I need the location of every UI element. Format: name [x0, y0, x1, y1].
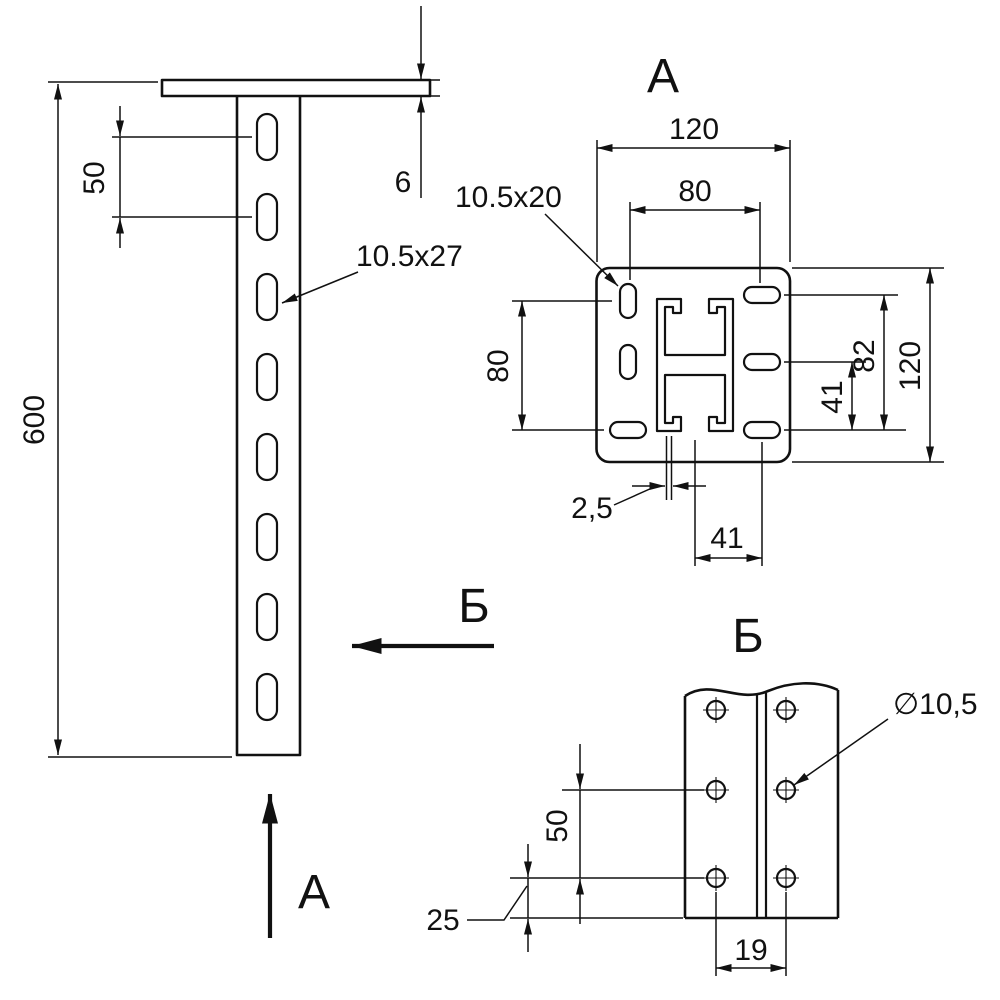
hole-callout-leader: [793, 718, 889, 786]
plate-slots: [608, 282, 782, 440]
dim-600-label: 600: [18, 395, 51, 445]
dim-50-side-label: 50: [541, 809, 574, 842]
dim-25-label: 25: [426, 904, 459, 937]
hole-callout-label: ∅10,5: [893, 688, 978, 721]
dim-80-top-label: 80: [678, 175, 711, 208]
side-plate-outline: [683, 682, 840, 920]
dim-right-group: [784, 267, 944, 463]
view-a-arrow-label: А: [298, 866, 330, 919]
dim-120-top-label: 120: [669, 113, 719, 146]
dim-2-5: [613, 436, 706, 506]
view-a-title: А: [647, 50, 679, 103]
dim-50: [112, 106, 252, 248]
view-b: Б 50: [426, 610, 978, 976]
plate-slot-callout-leader: [544, 213, 619, 287]
view-b-title: Б: [732, 610, 764, 663]
front-view: 600 50 6 10.5x27 Б А: [18, 6, 494, 938]
slot-callout-label: 10.5x27: [356, 240, 463, 273]
dim-50-label: 50: [78, 161, 111, 194]
dim-41-right-label: 41: [816, 380, 849, 413]
plate-slot-callout-label: 10.5x20: [455, 181, 562, 214]
dim-600: [48, 81, 232, 758]
slot-callout-leader: [281, 271, 359, 304]
dim-6: [417, 6, 440, 198]
dim-41-bottom: [694, 440, 763, 566]
dim-2-5-label: 2,5: [571, 492, 613, 525]
side-holes: [703, 697, 799, 891]
view-a: А 120 80 10.5x20: [455, 50, 944, 566]
dim-25: [467, 844, 683, 952]
plate-outline: [595, 266, 792, 464]
dim-80-left-label: 80: [482, 349, 515, 382]
dim-82-label: 82: [848, 339, 881, 372]
dim-41-bottom-label: 41: [710, 522, 743, 555]
column-slots: [255, 112, 279, 722]
dim-120-right-label: 120: [894, 341, 927, 391]
dim-80-top: [629, 202, 761, 283]
column-outline: [235, 96, 302, 757]
dim-6-label: 6: [395, 166, 412, 199]
channel-profile: [655, 297, 735, 433]
dim-120-top: [596, 140, 791, 262]
dim-80-left: [512, 300, 612, 431]
top-plate-outline: [160, 78, 432, 98]
dim-19: [715, 892, 787, 976]
dim-50-side: [510, 744, 704, 924]
dim-19-label: 19: [734, 934, 767, 967]
view-b-arrow-label: Б: [458, 580, 490, 633]
